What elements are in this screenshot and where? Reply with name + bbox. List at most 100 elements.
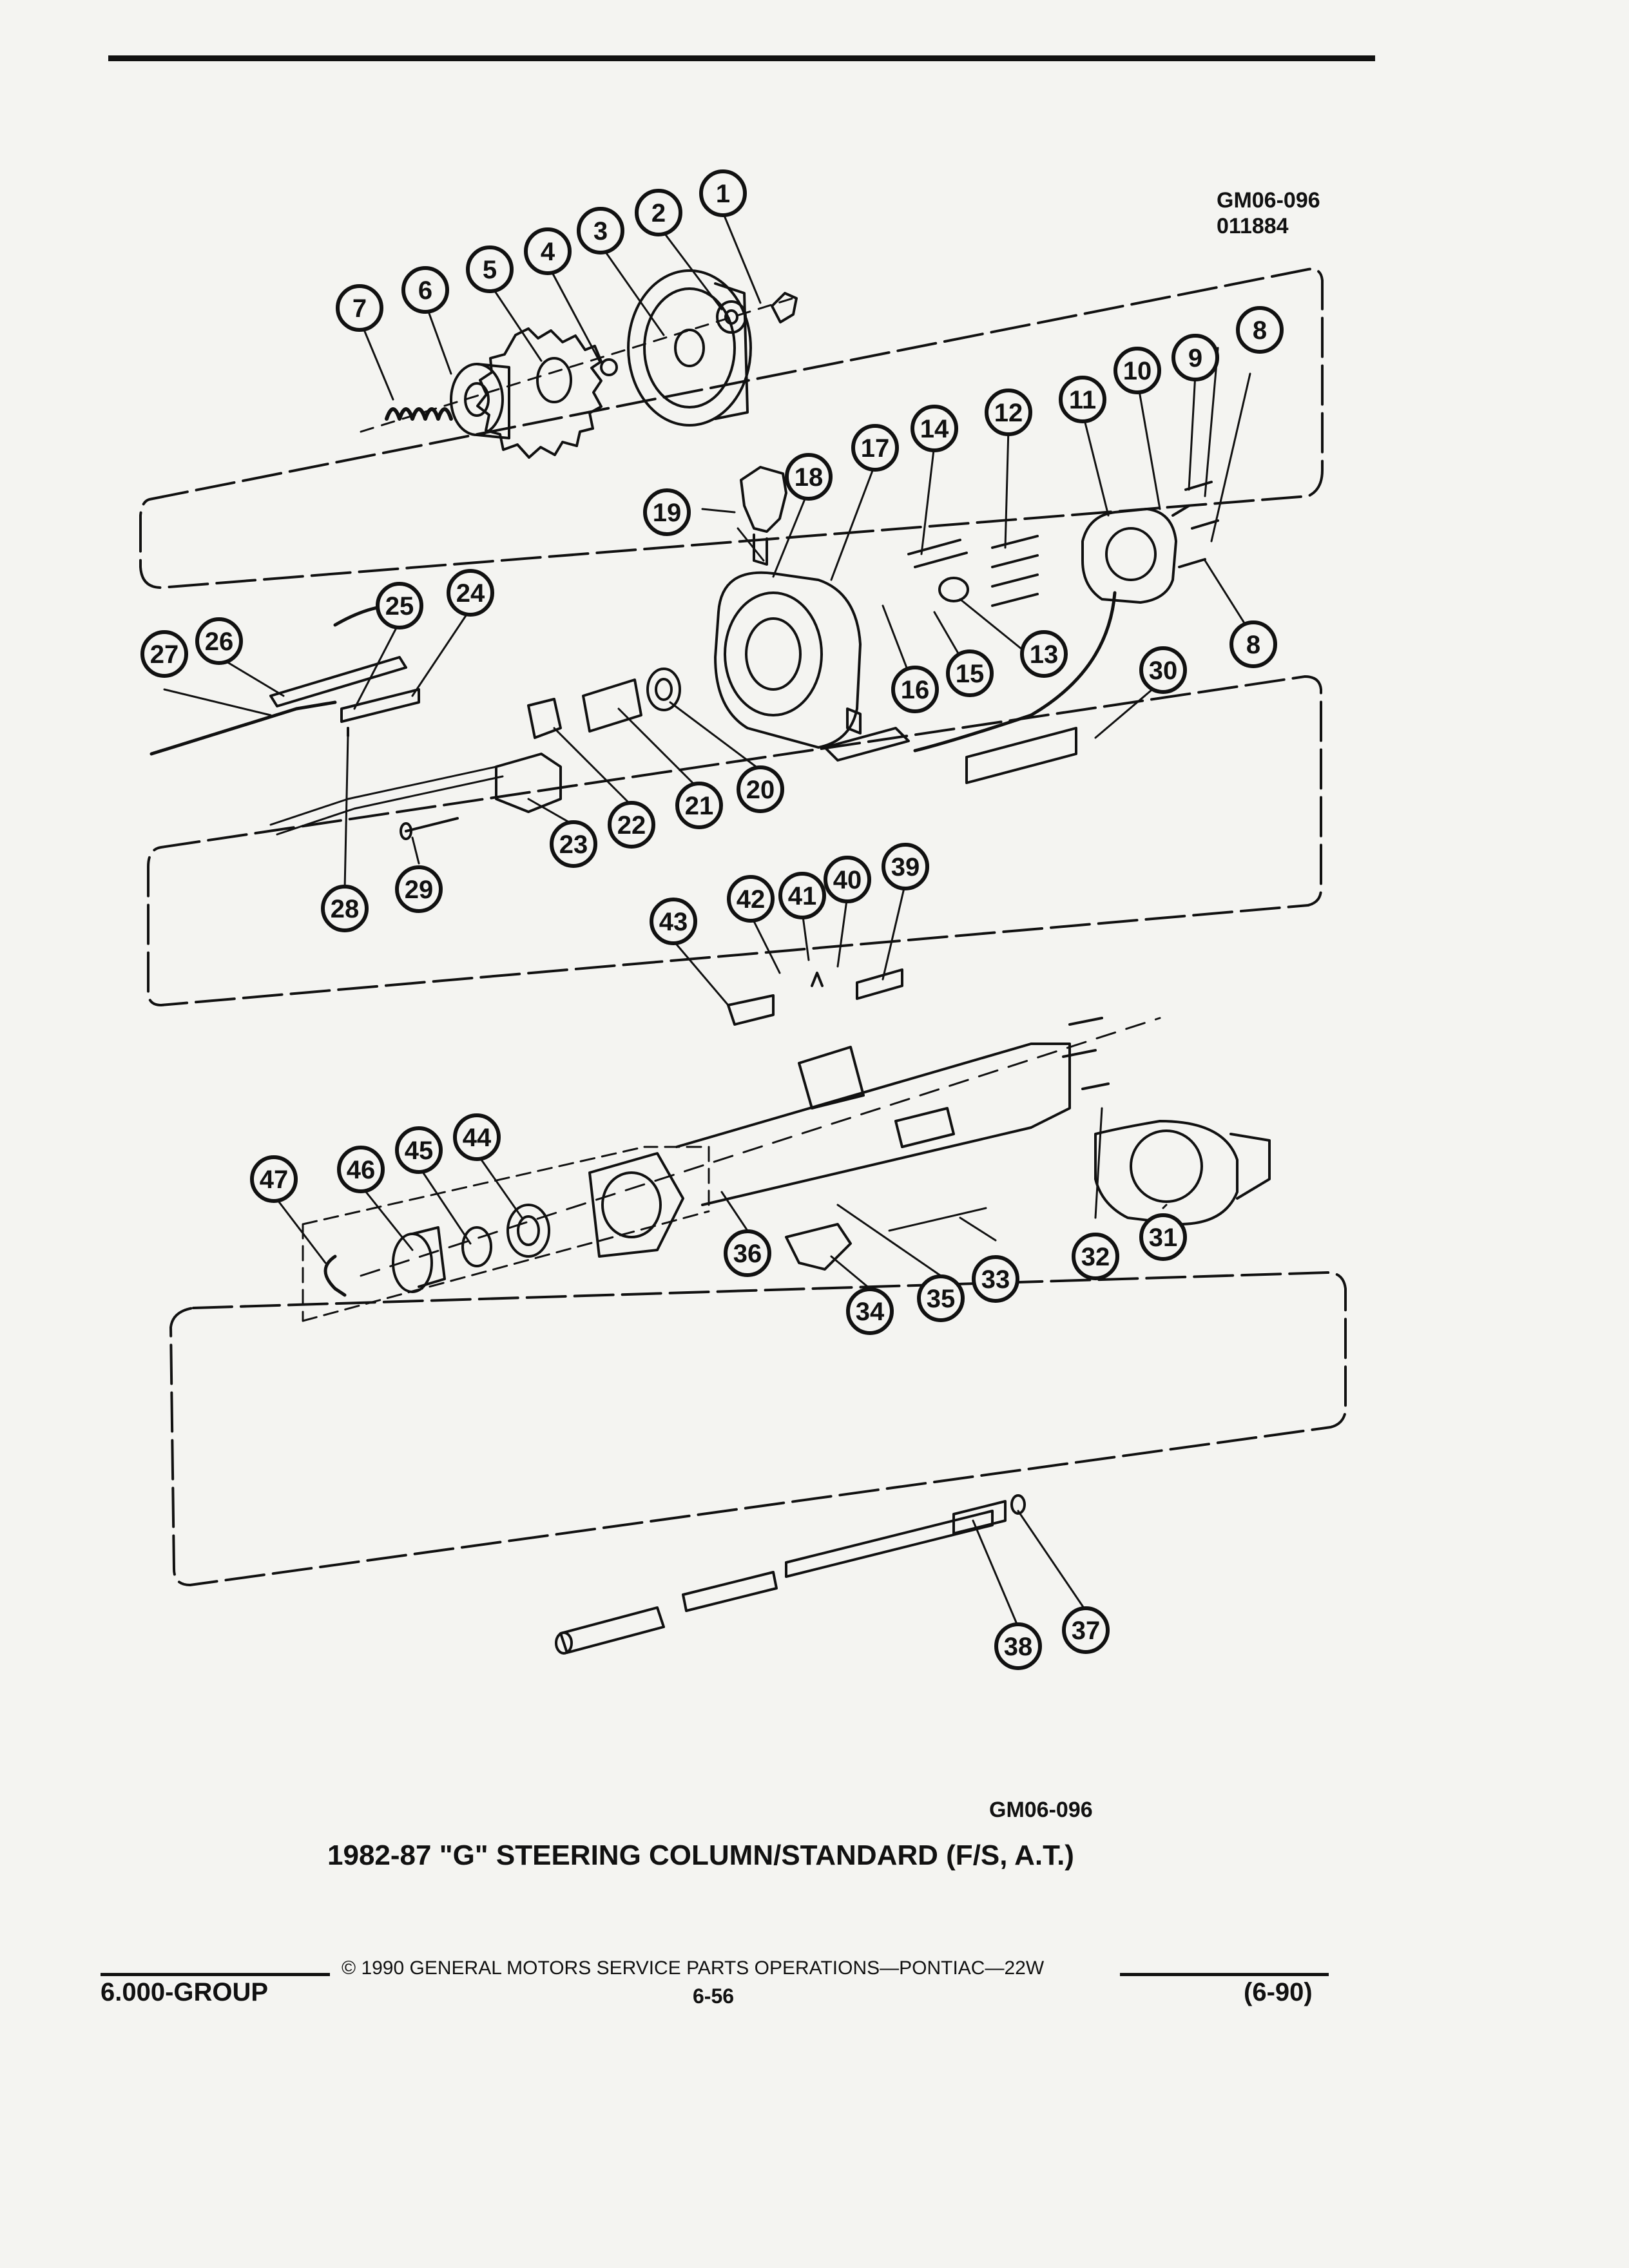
callout-34: 34 xyxy=(846,1287,894,1335)
callout-label: 30 xyxy=(1149,657,1178,685)
callout-label: 45 xyxy=(405,1137,434,1165)
callout-label: 7 xyxy=(352,294,367,323)
callout-label: 12 xyxy=(994,399,1023,427)
callout-label: 34 xyxy=(856,1298,885,1326)
callout-label: 22 xyxy=(617,811,646,840)
callout-circle xyxy=(447,569,494,617)
callout-label: 35 xyxy=(927,1285,956,1313)
callout-circle xyxy=(1062,1606,1110,1654)
callout-33: 33 xyxy=(972,1255,1019,1303)
callout-label: 29 xyxy=(405,876,434,904)
callout-label: 23 xyxy=(559,831,588,859)
callout-circle xyxy=(851,424,899,472)
switch-parts xyxy=(149,603,681,840)
callout-label: 13 xyxy=(1030,640,1059,669)
callout-44: 44 xyxy=(453,1113,501,1161)
callout-42: 42 xyxy=(727,875,775,923)
callout-label: 1 xyxy=(716,180,730,208)
callout-10: 10 xyxy=(1113,347,1161,394)
callout-7: 7 xyxy=(336,284,383,332)
callout-label: 44 xyxy=(463,1124,492,1152)
callout-circle xyxy=(1072,1233,1119,1280)
callout-16: 16 xyxy=(891,666,939,713)
callout-label: 15 xyxy=(956,660,985,688)
callout-circle xyxy=(917,1274,965,1322)
callout-9: 9 xyxy=(1171,334,1219,381)
group-frame-lower xyxy=(169,1271,1347,1586)
callout-22: 22 xyxy=(608,801,655,849)
footer-rule-left xyxy=(101,1973,330,1976)
callout-43: 43 xyxy=(650,898,697,945)
callout-label: 3 xyxy=(593,217,608,245)
callout-circle xyxy=(336,284,383,332)
callout-27: 27 xyxy=(140,630,188,678)
callout-circle xyxy=(524,227,572,275)
callout-label: 16 xyxy=(901,676,930,704)
callout-circle xyxy=(550,820,597,868)
callout-1: 1 xyxy=(699,169,747,217)
callout-circle xyxy=(891,666,939,713)
callout-label: 38 xyxy=(1004,1633,1033,1661)
callout-label: 4 xyxy=(541,238,555,266)
callout-circle xyxy=(577,207,624,255)
callout-46: 46 xyxy=(337,1146,385,1193)
callout-23: 23 xyxy=(550,820,597,868)
callout-label: 14 xyxy=(920,415,949,443)
callout-circle xyxy=(466,245,514,293)
callout-label: 18 xyxy=(795,463,824,492)
callout-circle xyxy=(321,885,369,932)
callout-label: 8 xyxy=(1253,316,1267,345)
callout-group: 1234567891011121314151617181920212223242… xyxy=(140,169,1284,1670)
callout-circle xyxy=(195,617,243,665)
callout-label: 39 xyxy=(891,853,920,881)
callout-label: 27 xyxy=(150,640,179,669)
callout-label: 11 xyxy=(1069,386,1096,414)
callout-label: 25 xyxy=(385,592,414,620)
callout-15: 15 xyxy=(946,649,994,697)
callout-circle xyxy=(824,856,871,903)
callout-circle xyxy=(737,765,784,813)
callout-label: 20 xyxy=(746,776,775,804)
callout-37: 37 xyxy=(1062,1606,1110,1654)
callout-label: 17 xyxy=(861,434,890,463)
callout-circle xyxy=(778,872,826,919)
callout-label: 31 xyxy=(1149,1224,1178,1252)
callout-label: 8 xyxy=(1246,631,1260,659)
callout-label: 9 xyxy=(1188,344,1202,372)
callout-12: 12 xyxy=(985,389,1032,436)
callout-label: 6 xyxy=(418,276,432,305)
callout-11: 11 xyxy=(1059,376,1106,423)
callout-2: 2 xyxy=(635,189,682,236)
group-frame-middle xyxy=(147,675,1322,1006)
top-rule xyxy=(108,55,1375,61)
footer-page: 6-56 xyxy=(693,1984,735,2008)
callout-label: 41 xyxy=(788,882,817,910)
callout-circle xyxy=(972,1255,1019,1303)
callout-circle xyxy=(395,865,443,913)
callout-38: 38 xyxy=(994,1622,1042,1670)
callout-40: 40 xyxy=(824,856,871,903)
callout-circle xyxy=(985,389,1032,436)
callout-circle xyxy=(1139,646,1187,694)
callout-circle xyxy=(727,875,775,923)
housing-parts xyxy=(714,466,1219,784)
caption-title: 1982-87 "G" STEERING COLUMN/STANDARD (F/… xyxy=(327,1840,1074,1871)
callout-label: 32 xyxy=(1081,1243,1110,1271)
callout-label: 36 xyxy=(733,1240,762,1268)
callout-35: 35 xyxy=(917,1274,965,1322)
footer-rule-right xyxy=(1120,1973,1329,1976)
callout-label: 24 xyxy=(456,579,485,608)
callout-8: 8 xyxy=(1229,620,1277,668)
footer-date: (6-90) xyxy=(1244,1978,1313,2006)
callout-circle xyxy=(946,649,994,697)
callout-circle xyxy=(1229,620,1277,668)
callout-13: 13 xyxy=(1020,630,1068,678)
callout-8: 8 xyxy=(1236,306,1284,354)
callout-45: 45 xyxy=(395,1126,443,1174)
callout-21: 21 xyxy=(675,782,723,829)
callout-label: 43 xyxy=(659,908,688,936)
callout-36: 36 xyxy=(724,1229,771,1277)
callout-circle xyxy=(699,169,747,217)
callout-31: 31 xyxy=(1139,1213,1187,1261)
